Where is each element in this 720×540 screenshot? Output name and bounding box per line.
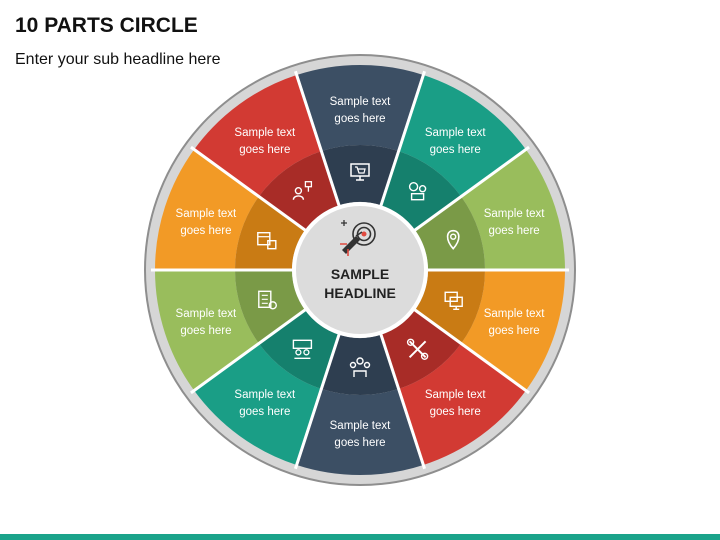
page-subtitle: Enter your sub headline here xyxy=(15,51,221,68)
page-title: 10 PARTS CIRCLE xyxy=(15,14,198,37)
segment-9-label-line1: Sample text xyxy=(176,208,238,220)
segment-7-label-line1: Sample text xyxy=(234,389,296,401)
segment-divider xyxy=(410,145,530,234)
segment-1-label-line2: goes here xyxy=(334,113,385,125)
calendar-box-icon xyxy=(257,231,277,250)
segment-3-inner xyxy=(415,196,485,270)
segment-divider xyxy=(190,306,310,395)
team-board-icon xyxy=(292,339,313,359)
tools-icon xyxy=(406,338,429,360)
segment-2-label-line2: goes here xyxy=(430,144,481,156)
segment-2 xyxy=(398,75,526,197)
plant-gears-icon xyxy=(408,181,427,201)
segment-10-label-line2: goes here xyxy=(239,144,290,156)
segment-2-label-line1: Sample text xyxy=(425,127,487,139)
segment-divider xyxy=(410,306,530,395)
location-pin-icon xyxy=(446,229,460,250)
segment-8-label-line1: Sample text xyxy=(176,308,238,320)
rocket-target-icon xyxy=(340,220,376,256)
segment-divider xyxy=(378,330,427,470)
segment-10 xyxy=(194,75,322,197)
segment-9-label-line2: goes here xyxy=(180,225,231,237)
segment-1-label-line1: Sample text xyxy=(330,96,392,108)
user-flowchart-icon xyxy=(292,181,313,200)
segment-7-label-line2: goes here xyxy=(239,406,290,418)
segment-1 xyxy=(296,64,424,152)
segment-6-label-line2: goes here xyxy=(334,437,385,449)
segment-9 xyxy=(155,149,259,270)
segment-6 xyxy=(296,388,424,476)
segment-4 xyxy=(461,270,565,391)
presentation-screens-icon xyxy=(444,291,463,310)
segment-5-label-line2: goes here xyxy=(430,406,481,418)
bottom-accent-bar xyxy=(0,534,720,540)
center-circle xyxy=(292,202,428,338)
segment-3 xyxy=(461,149,566,270)
segment-1-inner xyxy=(321,145,399,206)
segment-3-label-line1: Sample text xyxy=(484,208,546,220)
segment-3-label-line2: goes here xyxy=(489,225,540,237)
segment-divider xyxy=(293,330,342,470)
center-headline-line1: SAMPLE xyxy=(331,266,389,282)
segment-divider xyxy=(378,70,427,210)
center-headline-line2: HEADLINE xyxy=(324,285,396,301)
segment-divider xyxy=(293,70,342,210)
segment-7 xyxy=(194,343,322,465)
segment-8-label-line2: goes here xyxy=(180,325,231,337)
segment-6-inner xyxy=(321,334,399,395)
segment-4-label-line2: goes here xyxy=(489,325,540,337)
segment-6-label-line1: Sample text xyxy=(330,420,392,432)
network-hand-icon xyxy=(349,357,371,377)
segment-8 xyxy=(155,270,259,391)
document-gear-icon xyxy=(258,290,277,310)
segment-5 xyxy=(398,343,526,465)
segment-4-label-line1: Sample text xyxy=(484,308,546,320)
monitor-cart-icon xyxy=(350,163,370,181)
segment-10-label-line1: Sample text xyxy=(234,127,296,139)
segment-divider xyxy=(190,145,310,234)
segment-5-label-line1: Sample text xyxy=(425,389,487,401)
